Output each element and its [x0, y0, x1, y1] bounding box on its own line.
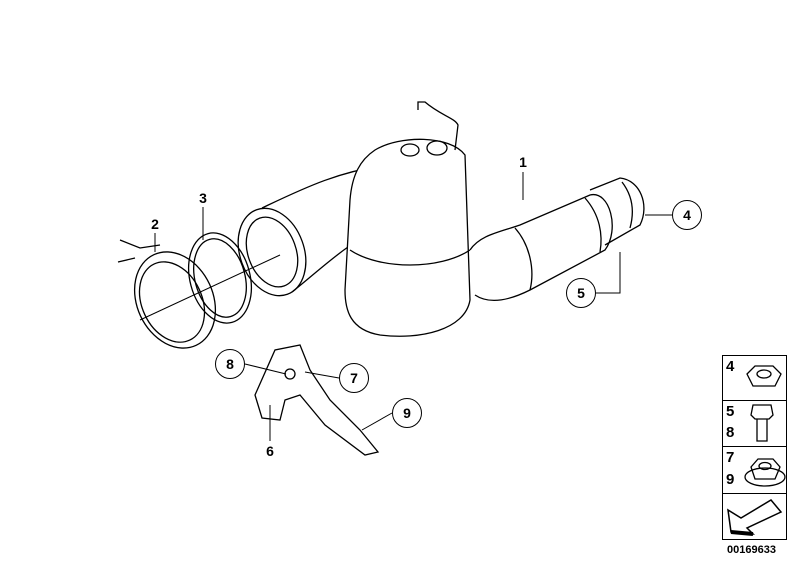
legend-nut[interactable]: 4: [723, 356, 786, 401]
callout-2[interactable]: 2: [151, 216, 159, 232]
particulate-filter: [469, 177, 645, 302]
bracket: [254, 344, 380, 456]
next-diagram-arrow[interactable]: [723, 494, 786, 539]
catalytic-converter: [344, 101, 471, 337]
legend-flange-nut-label-1: 7: [726, 449, 735, 466]
flange-nut-icon: [744, 458, 786, 487]
arrow-icon: [727, 499, 783, 536]
leader-lines: [139, 172, 672, 441]
legend-bolt-label-2: 8: [726, 424, 735, 441]
legend-bolt[interactable]: 5 8: [723, 401, 786, 447]
legend-nut-label: 4: [726, 358, 735, 375]
callout-6[interactable]: 6: [266, 443, 274, 459]
bolt-icon: [750, 404, 774, 442]
callout-3[interactable]: 3: [199, 190, 207, 206]
callout-8[interactable]: 8: [215, 349, 245, 379]
hex-nut-icon: [746, 365, 782, 387]
diagram-code: 00169633: [727, 544, 776, 556]
legend-flange-nut-label-2: 9: [726, 471, 735, 488]
legend-flange-nut[interactable]: 7 9: [723, 447, 786, 494]
fastener-legend: 4 5 8 7 9: [722, 355, 787, 540]
callout-1[interactable]: 1: [519, 154, 527, 170]
callout-7[interactable]: 7: [339, 363, 369, 393]
callout-5[interactable]: 5: [566, 278, 596, 308]
callout-9[interactable]: 9: [392, 398, 422, 428]
callout-4[interactable]: 4: [672, 200, 702, 230]
legend-bolt-label-1: 5: [726, 403, 735, 420]
clamp: [117, 239, 217, 349]
